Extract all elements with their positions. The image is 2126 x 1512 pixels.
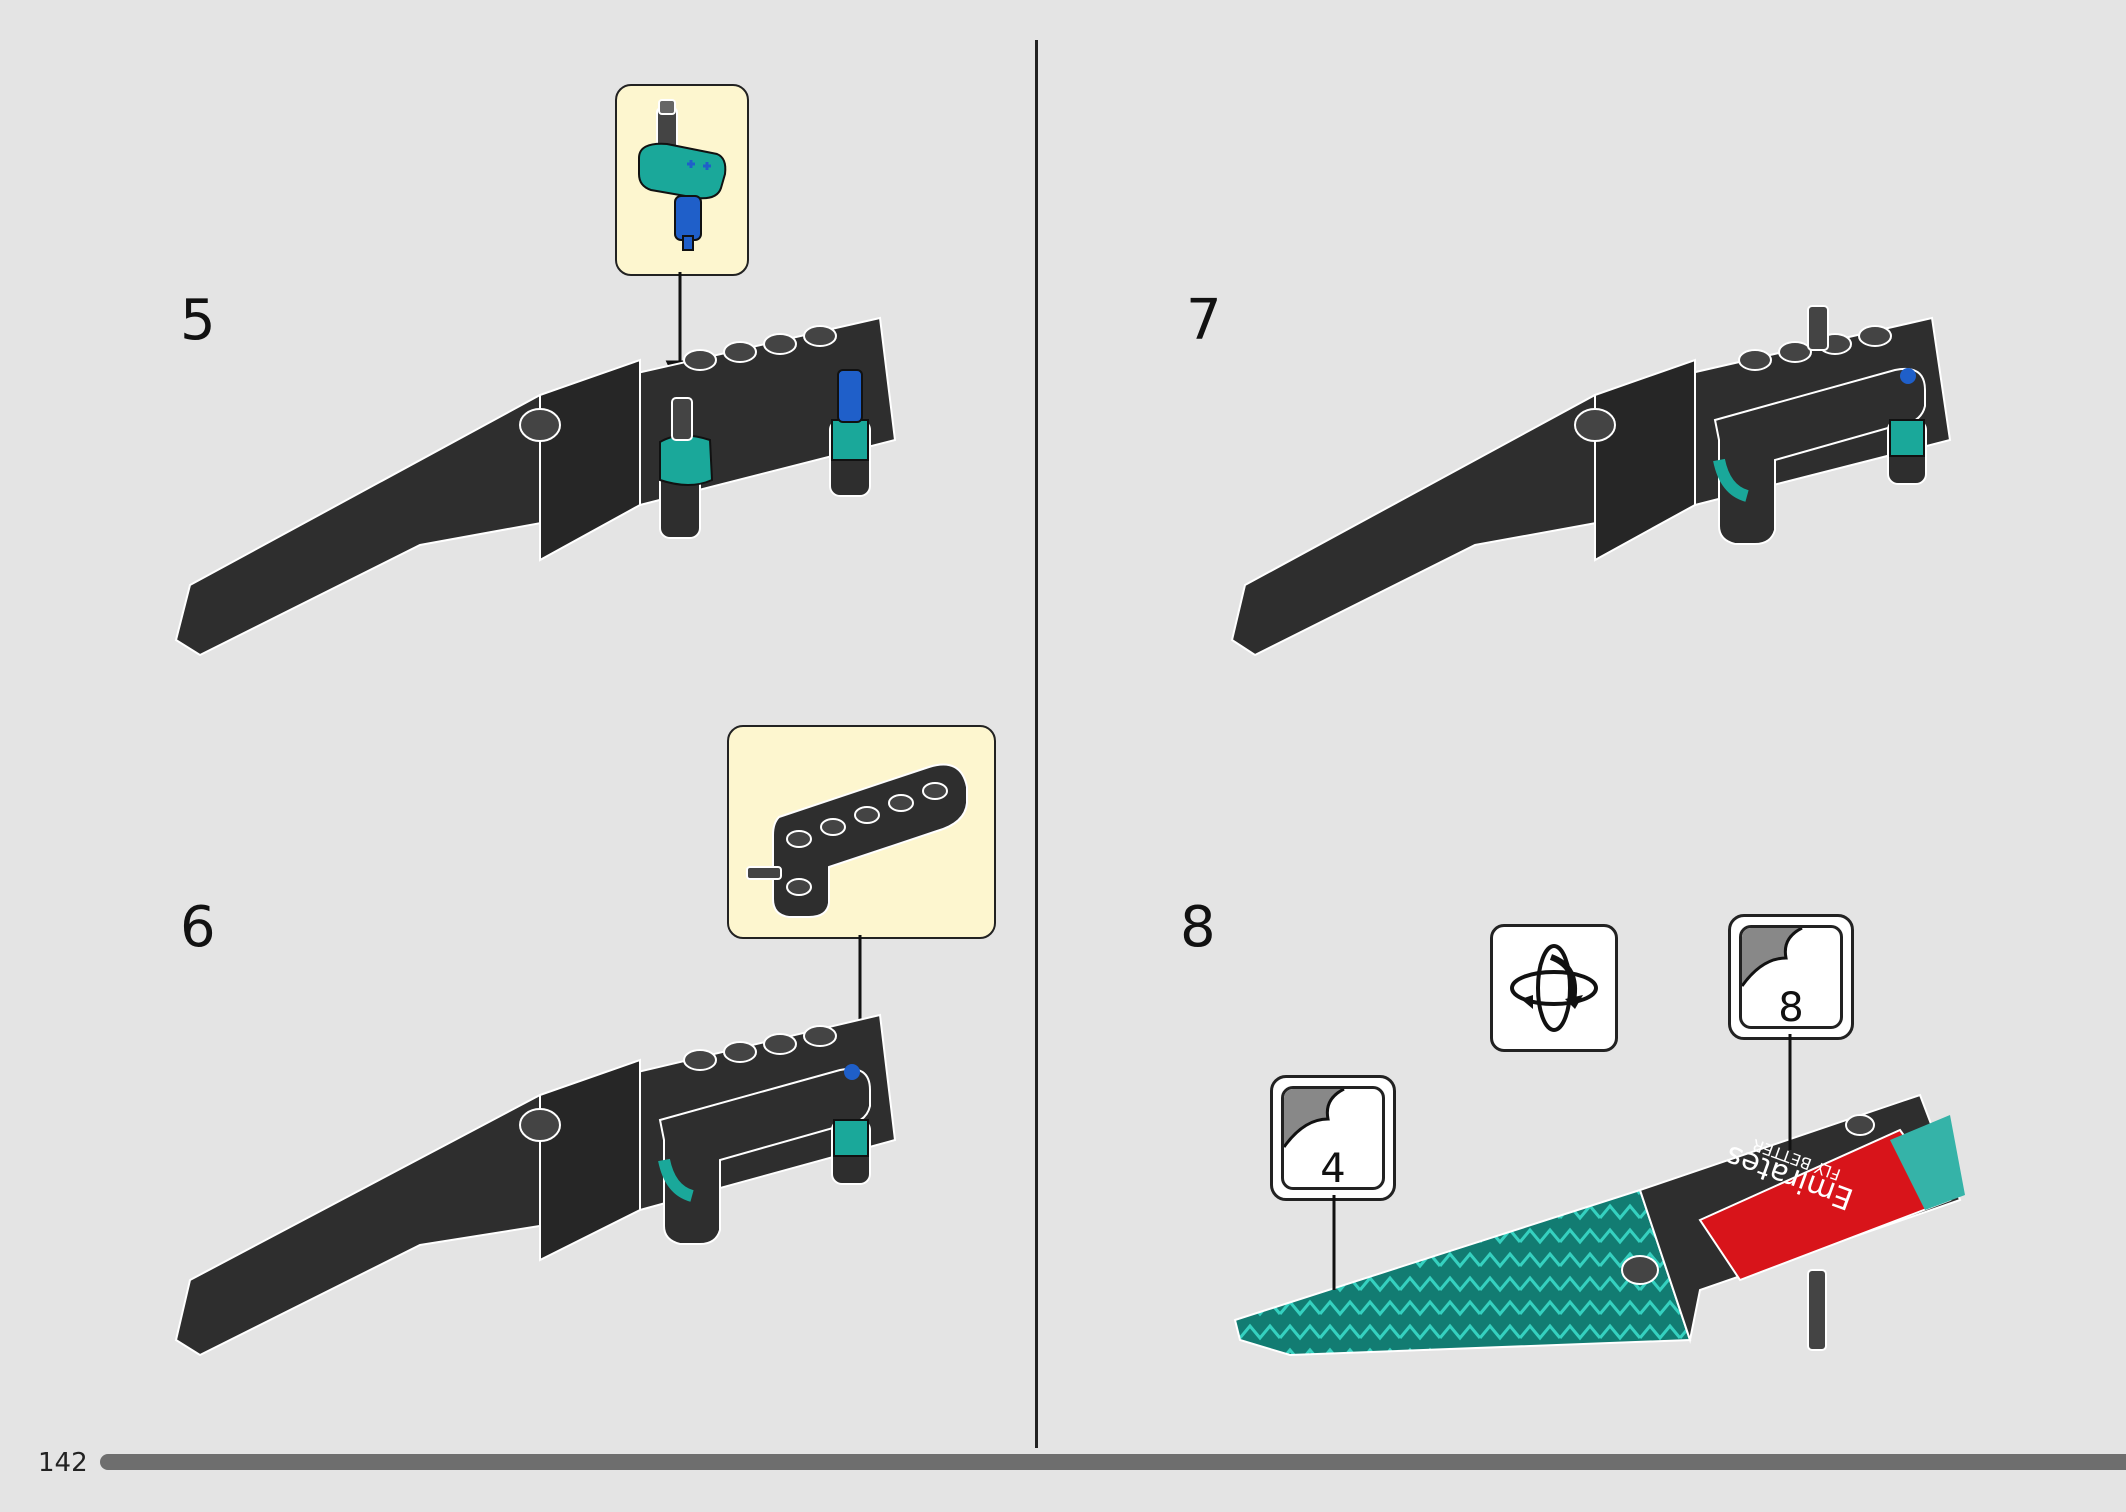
model-step-7 [1230,305,1952,657]
page-number: 142 [38,1448,88,1478]
sticker-icon [1739,925,1843,1029]
page-divider [1035,40,1038,1448]
rotate-model-icon [1510,944,1598,1032]
sticker-number: 4 [1320,1146,1346,1192]
progress-bar [100,1454,2126,1470]
connector-part-icon [638,99,727,251]
sticker-callout-4: 4 [1270,1075,1396,1201]
sticker-callout-8: 8 [1728,914,1854,1040]
rotate-model-callout [1490,924,1618,1052]
sticker-number: 8 [1778,985,1804,1031]
beam-part-icon [746,763,968,918]
step-number-8: 8 [1180,895,1216,960]
step-number-7: 7 [1186,288,1222,353]
sticker-icon [1281,1086,1385,1190]
model-step-5 [174,316,897,657]
step-number-5: 5 [180,288,216,353]
model-step-8: Emirates FLY BETTER [1233,1034,1965,1357]
step-number-6: 6 [180,895,216,960]
parts-callout-step-5 [615,84,749,276]
parts-callout-step-6 [727,725,996,939]
model-step-6 [174,1013,897,1357]
